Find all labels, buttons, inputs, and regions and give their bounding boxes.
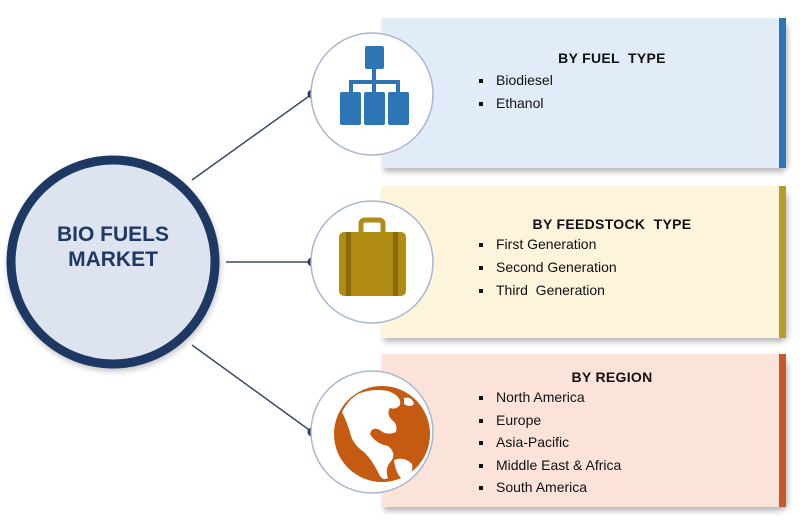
center-title-line-2: MARKET — [68, 248, 158, 271]
bullet-icon — [479, 464, 483, 468]
connector-line-fuel-type — [191, 93, 313, 181]
connector-line-region — [191, 344, 313, 433]
segment-item: Middle East & Africa — [496, 457, 621, 473]
segment-title: BY FEEDSTOCK TYPE — [533, 216, 692, 232]
segment-title: BY FUEL TYPE — [558, 50, 666, 66]
segment-items: First Generation Second Generation Third… — [479, 236, 617, 298]
bullet-icon — [479, 289, 483, 293]
segment-item: North America — [496, 389, 585, 405]
segment-region: BY REGION North America Europe Asia-Paci… — [310, 354, 786, 507]
segment-fuel-type: BY FUEL TYPE Biodiesel Ethanol — [310, 18, 786, 168]
segment-items: North America Europe Asia-Pacific Middle… — [479, 389, 621, 495]
bullet-icon — [479, 486, 483, 490]
segment-item: Third Generation — [496, 282, 605, 298]
segment-panel — [382, 18, 786, 168]
bullet-icon — [479, 79, 483, 83]
segment-items: Biodiesel Ethanol — [479, 72, 553, 111]
segment-item: Second Generation — [496, 259, 617, 275]
bullet-icon — [479, 243, 483, 247]
segment-panel-edge — [779, 354, 786, 507]
segment-item: Ethanol — [496, 95, 543, 111]
center-circle — [6, 155, 220, 369]
suitcase-icon — [339, 217, 406, 296]
segment-item: Biodiesel — [496, 72, 553, 88]
bullet-icon — [479, 102, 483, 106]
globe-icon — [334, 386, 430, 482]
segment-panel — [382, 354, 786, 507]
segment-feedstock-type: BY FEEDSTOCK TYPE First Generation Secon… — [310, 186, 786, 338]
bullet-icon — [479, 419, 483, 423]
segment-panel-edge — [779, 18, 786, 168]
segment-item: Asia-Pacific — [496, 434, 569, 450]
center-node: BIO FUELS MARKET — [6, 155, 220, 369]
bullet-icon — [479, 396, 483, 400]
segment-item: First Generation — [496, 236, 596, 252]
hierarchy-icon — [340, 46, 409, 125]
segment-item: Europe — [496, 412, 541, 428]
segment-title: BY REGION — [571, 369, 652, 385]
segment-item: South America — [496, 479, 587, 495]
bullet-icon — [479, 441, 483, 445]
center-title-line-1: BIO FUELS — [57, 223, 169, 246]
segment-panel-edge — [779, 186, 786, 338]
bullet-icon — [479, 266, 483, 270]
segment-panel — [382, 186, 786, 338]
